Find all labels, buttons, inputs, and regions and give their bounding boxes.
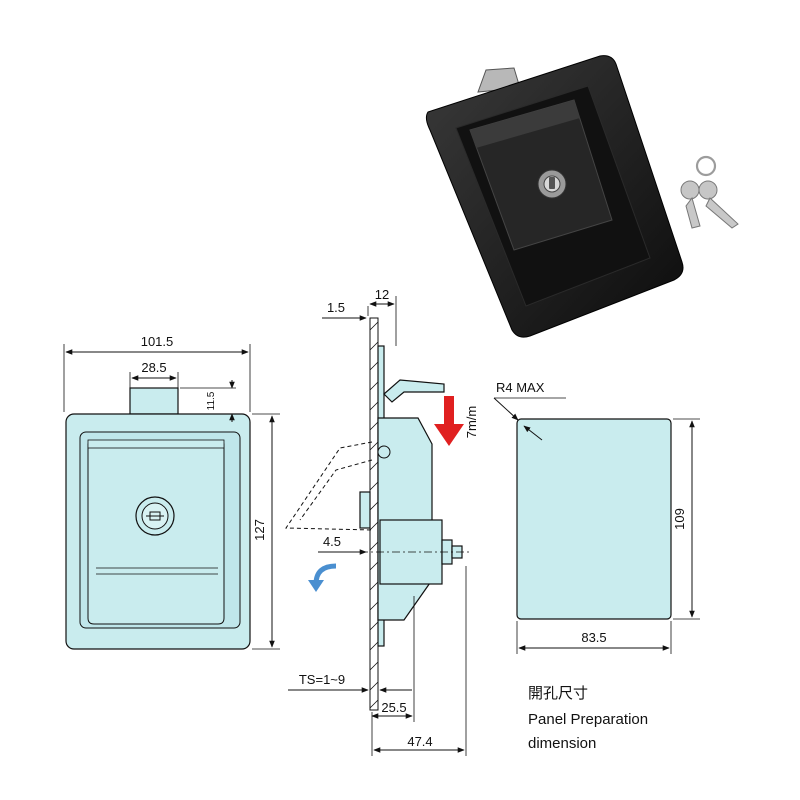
red-down-arrow-icon (434, 396, 464, 446)
caption-english-line2: dimension (528, 735, 596, 752)
keys-icon (680, 155, 739, 229)
caption-english-line1: Panel Preparation (528, 711, 648, 728)
cutout-height-label: 109 (672, 508, 687, 530)
tab-height-label: 11.5 (206, 391, 217, 410)
caption-chinese: 開孔尺寸 (528, 685, 588, 702)
latch-with-keys-photo (425, 55, 739, 338)
side-view: 7m/m 1.5 12 4.5 TS=1~9 25.5 47.4 (285, 287, 479, 756)
caption: 開孔尺寸 Panel Preparation dimension (528, 685, 648, 752)
blue-curved-arrow-icon (308, 563, 337, 592)
keyhole-icon (135, 496, 175, 536)
panel-cutout: R4 MAX 109 83.5 (493, 380, 700, 654)
total-depth-label: 47.4 (407, 734, 432, 749)
cutout-width-label: 83.5 (581, 630, 606, 645)
thickness-label: TS=1~9 (299, 672, 345, 687)
tab-width-label: 28.5 (141, 360, 166, 375)
front-width-label: 101.5 (141, 334, 174, 349)
travel-label: 7m/m (464, 406, 479, 439)
front-height-label: 127 (252, 519, 267, 541)
offset-label: 1.5 (327, 300, 345, 315)
depth-label: 25.5 (381, 700, 406, 715)
top-label: 12 (375, 287, 389, 302)
radius-label: R4 MAX (496, 380, 545, 395)
swing-label: 4.5 (323, 534, 341, 549)
front-view: 101.5 28.5 11.5 127 (63, 334, 280, 650)
